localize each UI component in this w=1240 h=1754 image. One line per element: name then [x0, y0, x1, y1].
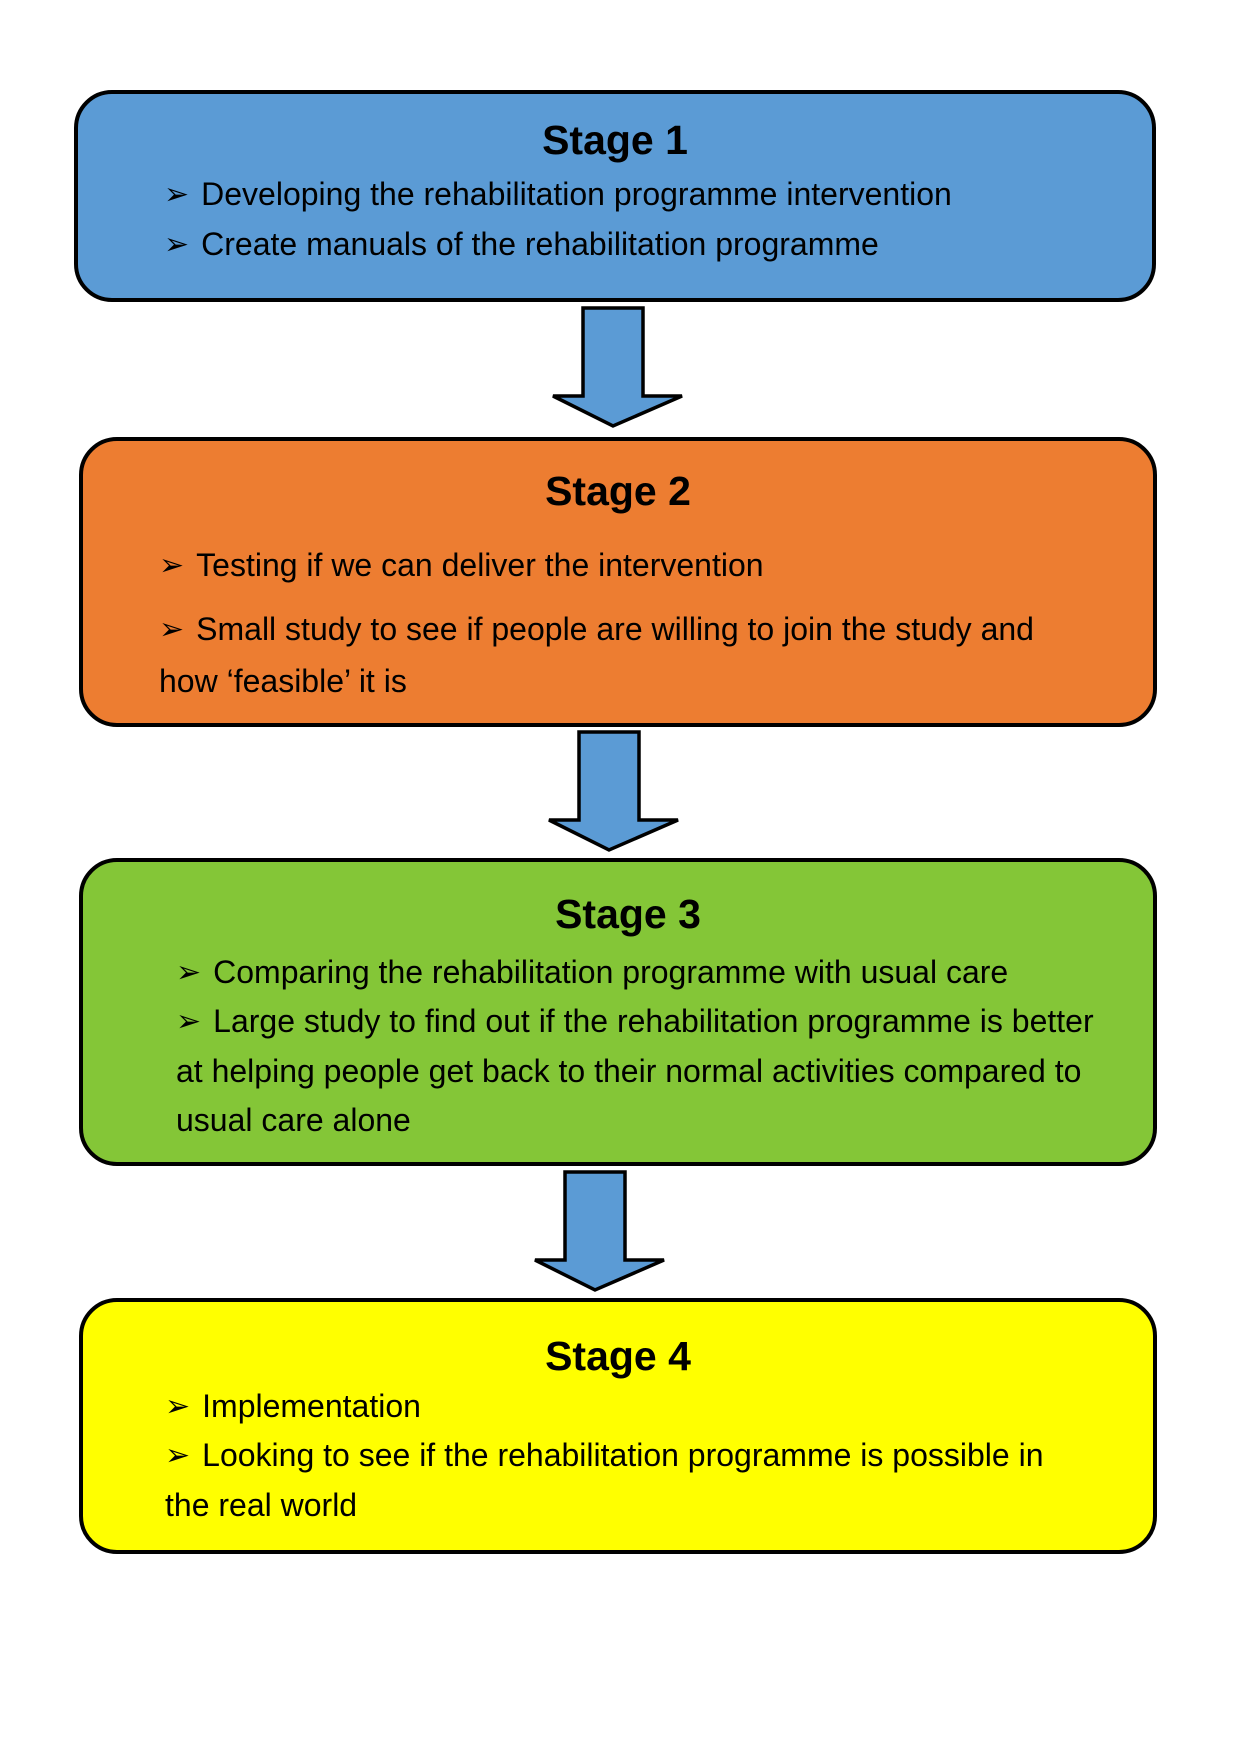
stage-1-bullet-2: ➢Create manuals of the rehabilitation pr… — [164, 220, 1124, 270]
stage-4-bullet-2: ➢Looking to see if the rehabilitation pr… — [165, 1431, 1085, 1530]
arrowhead-bullet-icon: ➢ — [164, 178, 190, 211]
down-arrow-1 — [552, 306, 683, 428]
stage-1-bullet-1: ➢Developing the rehabilitation programme… — [164, 170, 1124, 220]
stage-3-bullet-2: ➢Large study to find out if the rehabili… — [176, 997, 1111, 1145]
arrowhead-bullet-icon: ➢ — [165, 1390, 191, 1423]
down-arrow-3 — [534, 1170, 665, 1292]
stage-3-bullet-1: ➢Comparing the rehabilitation programme … — [176, 948, 1136, 998]
arrowhead-bullet-icon: ➢ — [164, 228, 190, 261]
stage-1-box: Stage 1 ➢Developing the rehabilitation p… — [74, 90, 1156, 302]
arrowhead-bullet-icon: ➢ — [165, 1439, 191, 1472]
stage-2-box: Stage 2 ➢Testing if we can deliver the i… — [79, 437, 1157, 727]
arrowhead-bullet-icon: ➢ — [176, 1005, 202, 1038]
stage-4-box: Stage 4 ➢Implementation ➢Looking to see … — [79, 1298, 1157, 1554]
stage-4-title: Stage 4 — [545, 1333, 691, 1379]
stage-2-title: Stage 2 — [545, 468, 691, 514]
stage-2-bullet-1: ➢Testing if we can deliver the intervent… — [159, 541, 1119, 591]
arrowhead-bullet-icon: ➢ — [176, 956, 202, 989]
stage-2-bullet-2: ➢Small study to see if people are willin… — [159, 604, 1099, 707]
stage-4-bullet-1: ➢Implementation — [165, 1382, 1125, 1432]
down-arrow-2 — [548, 730, 679, 852]
arrowhead-bullet-icon: ➢ — [159, 549, 185, 582]
stage-3-box: Stage 3 ➢Comparing the rehabilitation pr… — [79, 858, 1157, 1166]
stage-1-title: Stage 1 — [542, 117, 688, 163]
stage-3-title: Stage 3 — [555, 891, 701, 937]
arrowhead-bullet-icon: ➢ — [159, 613, 185, 646]
